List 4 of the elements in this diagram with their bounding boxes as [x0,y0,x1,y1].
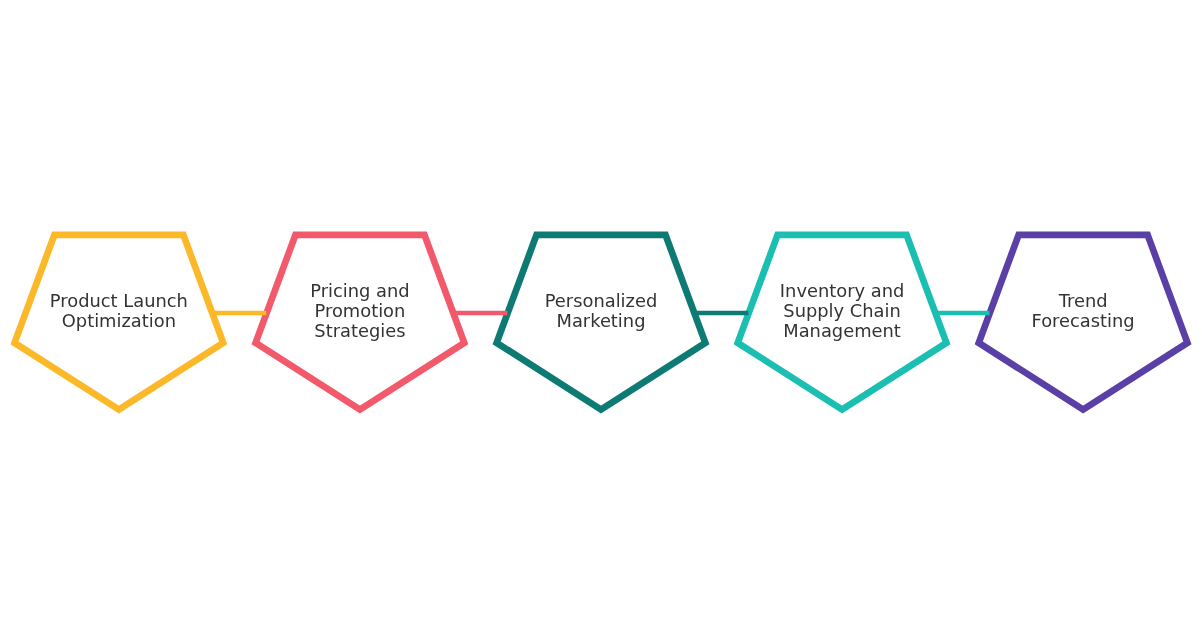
connector [935,310,990,315]
connector [453,310,508,315]
connector [694,310,749,315]
connector [212,310,267,315]
